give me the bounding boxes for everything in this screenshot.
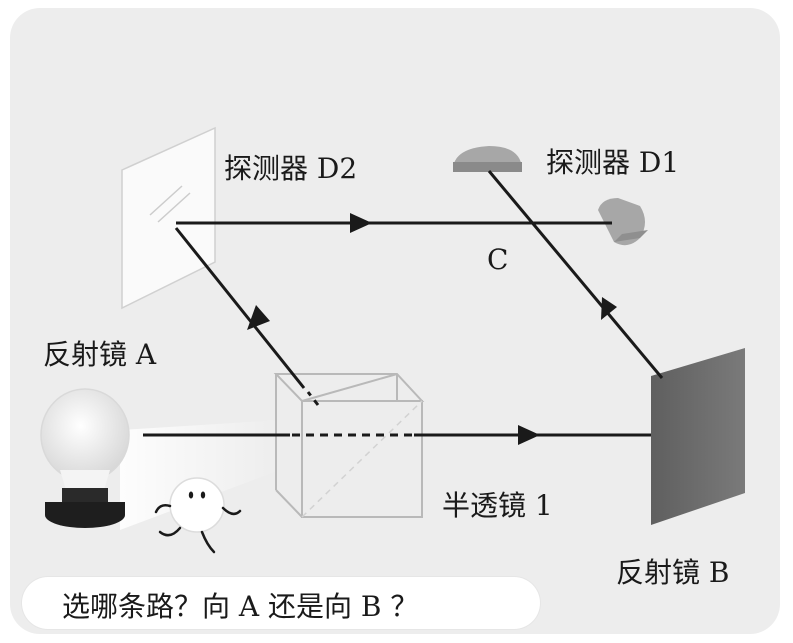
beam-splitter-cube xyxy=(273,373,425,518)
point-c-label: C xyxy=(487,243,509,276)
detector-d1 xyxy=(598,198,648,246)
mirror-b xyxy=(651,348,745,525)
speech-bubble-text: 选哪条路？向 A 还是向 B ？ xyxy=(62,590,419,623)
arrow-upper-path xyxy=(350,213,372,233)
mirror-b-label: 反射镜 B xyxy=(616,556,730,589)
panel-background xyxy=(10,8,780,634)
photon-character xyxy=(154,477,242,554)
arrow-right-diagonal xyxy=(601,297,617,320)
beam-splitter-label: 半透镜 1 xyxy=(442,489,553,522)
mirror-a xyxy=(121,126,216,310)
detector-d1-label: 探测器 D1 xyxy=(546,146,680,179)
detector-d2 xyxy=(453,146,522,172)
detector-d2-label: 探测器 D2 xyxy=(224,152,358,185)
lamp xyxy=(40,388,130,528)
mirror-a-label: 反射镜 A xyxy=(43,338,157,371)
arrow-lower-path xyxy=(518,425,540,445)
speech-bubble xyxy=(22,577,540,629)
arrow-left-diagonal xyxy=(247,305,270,330)
lamp-glow xyxy=(120,420,280,530)
